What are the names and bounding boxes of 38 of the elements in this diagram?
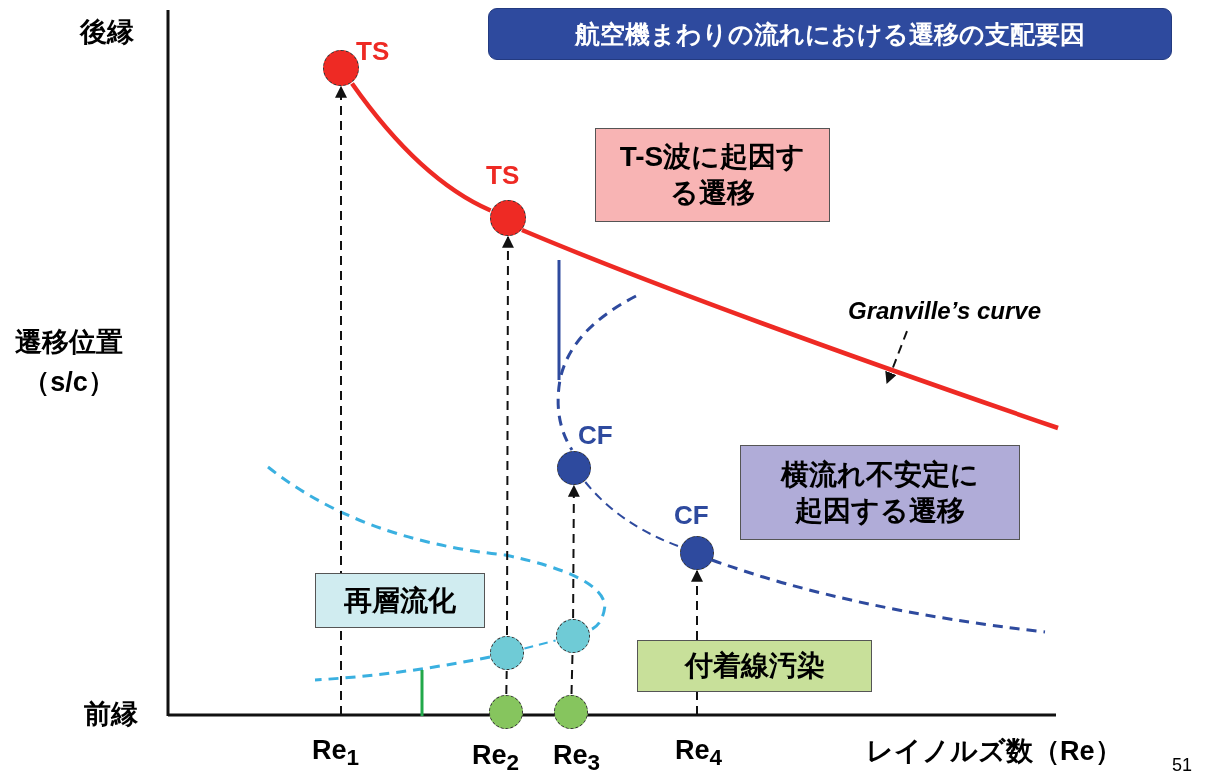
point-label: CF	[674, 500, 709, 531]
marker-circle	[489, 695, 523, 729]
point-label: TS	[356, 36, 390, 67]
box-text: 横流れ不安定に起因する遷移	[779, 457, 980, 528]
box-text: T-S波に起因する遷移	[618, 140, 807, 210]
axis-label: レイノルズ数（Re）	[866, 735, 1122, 768]
page-number: 51	[1172, 755, 1193, 776]
region-box	[637, 640, 872, 692]
point-label: TS	[486, 160, 520, 191]
tick-label: Re$_{1}$	[312, 735, 360, 772]
curve-segment	[350, 82, 492, 213]
curve-segment	[570, 653, 574, 695]
region-box	[740, 445, 1020, 540]
leader-line	[885, 330, 908, 385]
curve-label: Granville’s curve	[848, 297, 1041, 324]
region-box	[595, 128, 830, 222]
box-text: 再層流化	[344, 583, 456, 618]
curve-segment	[505, 670, 508, 695]
marker-circle	[490, 200, 526, 236]
title-banner: 航空機まわりの流れにおける遷移の支配要因	[488, 8, 1172, 60]
marker-circle	[557, 451, 591, 485]
axis-label: 前縁	[84, 698, 138, 731]
arrow	[501, 235, 514, 636]
region-box	[315, 573, 485, 628]
marker-circle	[554, 695, 588, 729]
axis-label: 後縁	[80, 16, 134, 49]
axis-label: 遷移位置（s/c）	[14, 326, 124, 399]
point-label: CF	[578, 420, 613, 451]
marker-circle	[490, 636, 524, 670]
tick-label: Re$_{3}$	[553, 740, 601, 777]
curve-segment	[523, 639, 557, 650]
marker-circle	[556, 619, 590, 653]
arrow	[567, 484, 580, 619]
marker-circle	[680, 536, 714, 570]
tick-label: Re$_{2}$	[472, 740, 520, 777]
tick-label: Re$_{4}$	[675, 735, 723, 772]
box-text: 付着線汚染	[684, 649, 825, 683]
arrow	[335, 85, 347, 716]
